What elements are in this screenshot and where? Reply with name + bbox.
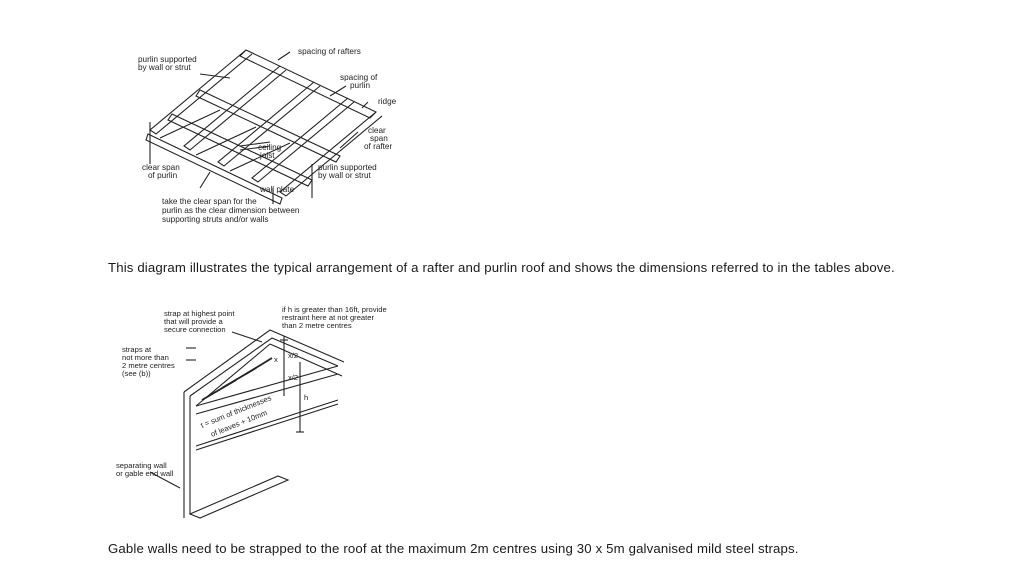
- label-by-wall-top: by wall or strut: [138, 63, 192, 72]
- label-clear: clear: [368, 126, 386, 135]
- label-gable-end-wall: or gable end wall: [116, 469, 174, 478]
- note-line-2: purlin as the clear dimension between: [162, 206, 300, 215]
- label-strap-highest-1: strap at highest point: [164, 309, 235, 318]
- label-x-half-2: x/2: [288, 373, 298, 382]
- label-straps-2: not more than: [122, 353, 169, 362]
- label-ceiling: ceiling: [258, 143, 282, 152]
- label-by-wall-bottom: by wall or strut: [318, 171, 372, 180]
- label-h-note-3: than 2 metre centres: [282, 321, 352, 330]
- label-of-rafter: of rafter: [364, 142, 392, 151]
- note-line-1: take the clear span for the: [162, 197, 257, 206]
- label-straps-3: 2 metre centres: [122, 361, 175, 370]
- note-line-3: supporting struts and/or walls: [162, 215, 269, 224]
- label-h-note-1: if h is greater than 16ft, provide: [282, 305, 387, 314]
- label-h: h: [304, 393, 308, 402]
- label-joist: joist: [259, 151, 275, 160]
- label-x: x: [274, 355, 278, 364]
- gable-strap-diagram: strap at highest point that will provide…: [112, 300, 408, 522]
- label-purlin: purlin: [350, 81, 370, 90]
- label-h-note-2: restraint here at not greater: [282, 313, 374, 322]
- caption-rafter-purlin: This diagram illustrates the typical arr…: [108, 260, 895, 275]
- label-clear-span: clear span: [142, 163, 180, 172]
- rafter-purlin-drawing: purlin supported by wall or strut spacin…: [138, 47, 397, 224]
- label-straps-1: straps at: [122, 345, 152, 354]
- label-purlin-supported-top: purlin supported: [138, 55, 197, 64]
- rafter-purlin-diagram: purlin supported by wall or strut spacin…: [130, 38, 420, 228]
- label-span: span: [370, 134, 388, 143]
- label-straps-4: (see (b)): [122, 369, 151, 378]
- label-separating-wall: separating wall: [116, 461, 167, 470]
- caption-gable-walls: Gable walls need to be strapped to the r…: [108, 541, 799, 556]
- label-spacing-of: spacing of: [340, 73, 378, 82]
- label-strap-highest-2: that will provide a: [164, 317, 223, 326]
- label-purlin-supported-bottom: purlin supported: [318, 163, 377, 172]
- gable-strap-drawing: strap at highest point that will provide…: [116, 305, 387, 519]
- label-strap-highest-3: secure connection: [164, 325, 226, 334]
- label-of-purlin: of purlin: [148, 171, 178, 180]
- label-x-half-1: x/2: [288, 351, 298, 360]
- label-wall-plate: wall plate: [259, 185, 295, 194]
- label-spacing-of-rafters: spacing of rafters: [298, 47, 361, 56]
- label-ridge: ridge: [378, 97, 397, 106]
